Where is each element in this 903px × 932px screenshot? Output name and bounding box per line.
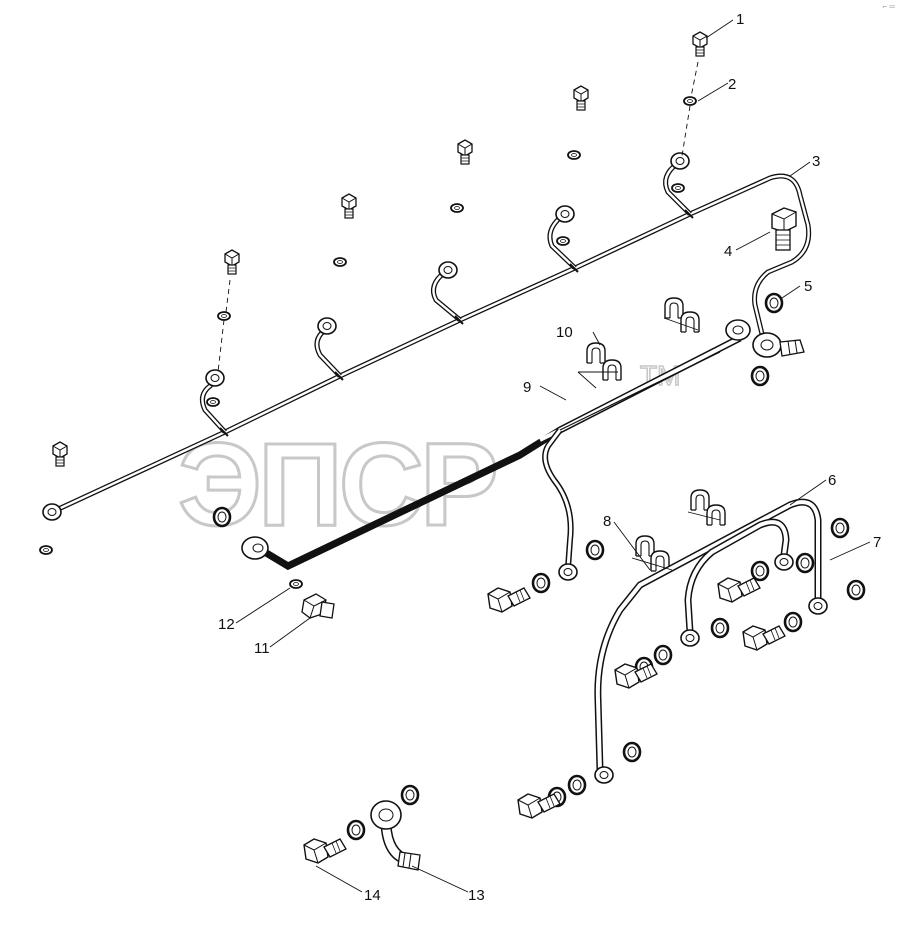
clip-icon: [664, 297, 684, 319]
washer-icon: [783, 611, 803, 633]
callout-10: 10: [556, 324, 573, 341]
washer-icon: [217, 311, 231, 321]
leader-lines: [235, 19, 871, 893]
washer-icon: [450, 203, 464, 213]
eye-fitting: [680, 629, 700, 647]
eye-fitting: [42, 503, 62, 521]
bolt-icon: [487, 587, 531, 613]
bolt-icon: [717, 577, 761, 603]
washer-icon: [556, 236, 570, 246]
bolt-icon: [573, 85, 589, 111]
eye-fitting: [317, 317, 337, 335]
washer-icon: [585, 539, 605, 561]
washer-icon: [830, 517, 850, 539]
eye-fitting: [808, 597, 828, 615]
washer-icon: [289, 579, 303, 589]
eye-fitting: [774, 553, 794, 571]
washer-icon: [764, 292, 784, 314]
clip-icon: [586, 342, 606, 364]
clip-icon: [690, 489, 710, 511]
eye-fitting: [670, 152, 690, 170]
eye-fitting: [558, 563, 578, 581]
washer-icon: [567, 150, 581, 160]
banjo-elbow-13: [370, 800, 421, 871]
banjo-bolt-4: [771, 207, 797, 251]
bolt-icon: [517, 793, 561, 819]
clip-icon: [706, 504, 726, 526]
callout-8: 8: [603, 513, 611, 530]
washer-icon: [206, 397, 220, 407]
callout-7: 7: [873, 534, 881, 551]
watermark: ЭПСР TM: [177, 359, 682, 552]
callout-3: 3: [812, 153, 820, 170]
bolt-icon: [341, 193, 357, 219]
callout-14: 14: [364, 887, 381, 904]
washer-icon: [653, 644, 673, 666]
washer-icon: [400, 784, 420, 806]
callout-11: 11: [254, 640, 270, 657]
callout-6: 6: [828, 472, 836, 489]
bolt-icon: [52, 441, 68, 467]
bolt-icon: [224, 249, 240, 275]
washer-icon: [846, 579, 866, 601]
eye-fitting: [555, 205, 575, 223]
washer-icon: [333, 257, 347, 267]
washer-icon: [750, 365, 770, 387]
tube-7: [684, 518, 790, 633]
washer-icon: [212, 506, 232, 528]
clip-icon: [635, 535, 655, 557]
watermark-text: ЭПСР: [178, 419, 495, 551]
clip-icon: [602, 359, 622, 381]
callout-1: 1: [736, 11, 744, 28]
washer-icon: [622, 741, 642, 763]
eye-fitting: [594, 766, 614, 784]
washer-icon: [671, 183, 685, 193]
corner-mark: ⌐ ═: [882, 2, 895, 11]
bolt-icon: [692, 31, 708, 57]
washer-icon: [531, 572, 551, 594]
banjo-fitting: [752, 332, 805, 358]
washer-icon: [346, 819, 366, 841]
washer-icon: [683, 96, 697, 106]
callout-5: 5: [804, 278, 812, 295]
washer-icon: [567, 774, 587, 796]
washer-icon: [39, 545, 53, 555]
callout-2: 2: [728, 76, 736, 93]
return-line-end: [241, 319, 751, 560]
washer-icon: [750, 560, 770, 582]
callout-12: 12: [218, 616, 235, 633]
eye-fitting: [205, 369, 225, 387]
tube-6: [594, 498, 822, 771]
bolt-icon: [742, 625, 786, 651]
callout-numbers: 1 2 3 4 5 6 7 8 9 10 11 12 13 14: [218, 11, 881, 904]
washer-icon: [710, 617, 730, 639]
banjo-bolt-11: [301, 593, 335, 619]
bolt-icon: [614, 663, 658, 689]
callout-4: 4: [724, 243, 732, 260]
eye-fitting: [438, 261, 458, 279]
return-line-9: [256, 334, 742, 570]
bolt-icon: [457, 139, 473, 165]
callout-13: 13: [468, 887, 485, 904]
washer-icon: [795, 552, 815, 574]
callout-9: 9: [523, 379, 531, 396]
bolt-icon: [303, 838, 347, 864]
